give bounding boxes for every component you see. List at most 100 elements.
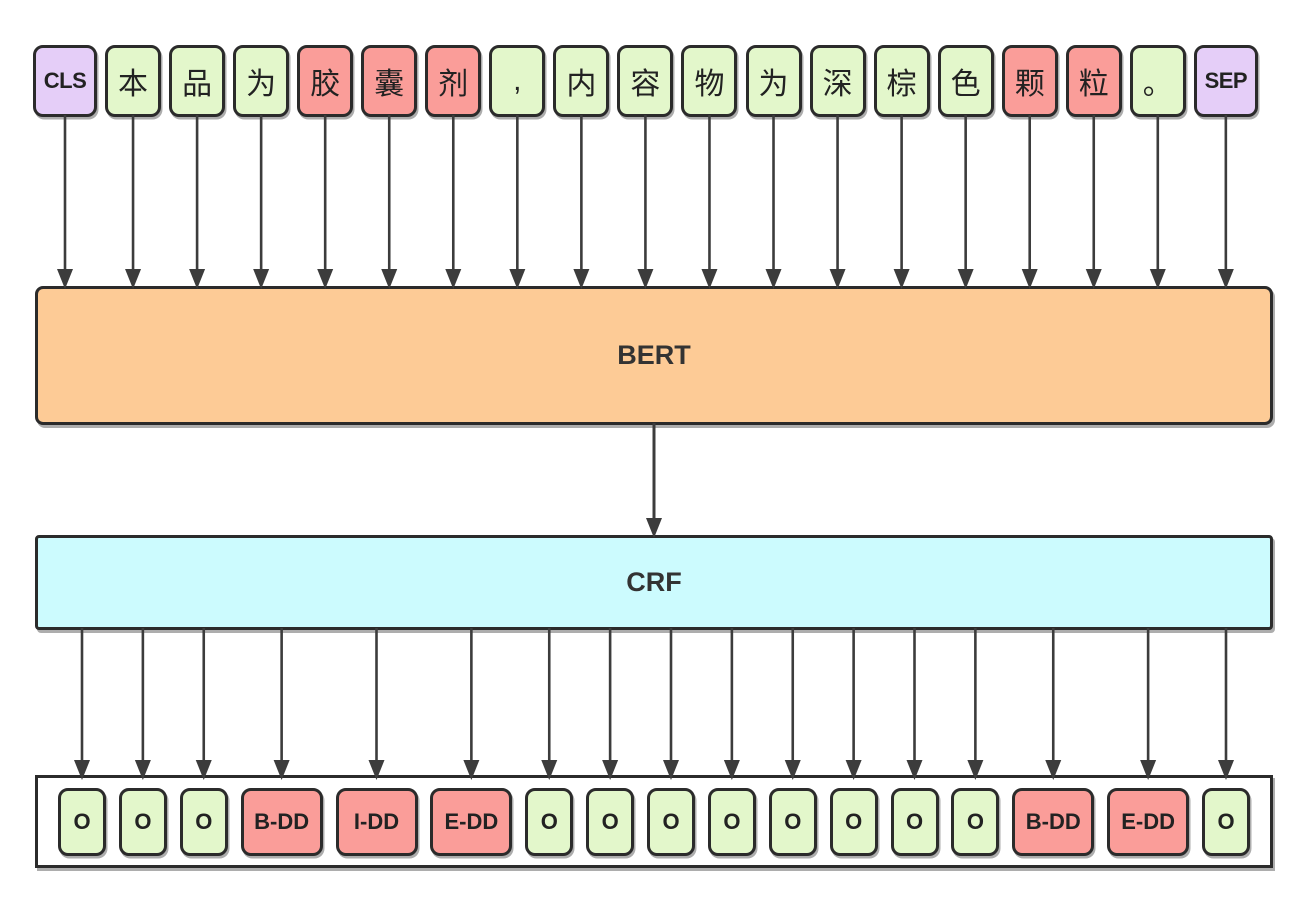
arrow	[195, 628, 212, 780]
token-box: 本	[105, 45, 162, 117]
token-label: 颗	[1014, 68, 1045, 101]
tag-label: O	[1217, 808, 1235, 834]
arrow	[317, 115, 334, 289]
arrow	[784, 628, 801, 780]
token-label: 为	[246, 68, 277, 101]
tag-label: O	[601, 808, 619, 834]
tag-box: O	[118, 787, 167, 856]
token-label: 棕	[886, 68, 917, 101]
arrow	[765, 115, 782, 289]
arrow	[893, 115, 910, 289]
tag-box: O	[707, 787, 756, 856]
arrow	[967, 628, 984, 780]
arrow	[125, 115, 142, 289]
tag-box: O	[647, 787, 695, 856]
token-box: 剂	[425, 45, 482, 117]
arrow	[663, 628, 679, 780]
token-box: 为	[745, 45, 802, 117]
tag-label: O	[540, 808, 558, 834]
arrow	[463, 628, 480, 780]
tag-label: I-DD	[353, 808, 400, 834]
arrow	[1021, 115, 1038, 289]
token-box: 。	[1129, 45, 1186, 117]
token-label: ,	[513, 64, 522, 97]
arrow	[1085, 115, 1102, 289]
arrow	[637, 115, 654, 289]
token-box: 深	[809, 45, 866, 117]
token-box: ,	[489, 45, 546, 117]
tag-box: B-DD	[240, 787, 323, 856]
tag-box: I-DD	[335, 787, 418, 856]
tag-label: B-DD	[1025, 808, 1081, 834]
arrow	[509, 115, 526, 289]
arrow	[845, 628, 862, 780]
tag-label: O	[134, 808, 152, 834]
tag-label: E-DD	[444, 808, 499, 834]
token-box: 品	[169, 45, 226, 117]
tag-box: O	[179, 787, 228, 856]
arrow	[1149, 115, 1166, 289]
tag-box: O	[951, 787, 1000, 856]
arrow	[74, 628, 90, 780]
tag-box: O	[890, 787, 939, 856]
arrow	[57, 115, 73, 289]
arrow	[253, 115, 270, 289]
tag-label: O	[905, 808, 924, 834]
tag-label: O	[723, 808, 741, 834]
token-box: CLS	[33, 45, 97, 117]
arrow	[573, 115, 590, 289]
token-label: 为	[758, 68, 789, 101]
crf-box: CRF	[35, 535, 1273, 630]
tag-label: O	[73, 808, 91, 834]
token-box: 囊	[361, 45, 418, 117]
arrow	[646, 423, 662, 538]
arrow	[602, 628, 619, 780]
arrow	[906, 628, 923, 780]
token-label: 色	[950, 68, 981, 101]
arrow	[1140, 628, 1157, 780]
token-box: 内	[553, 45, 610, 117]
tag-box: O	[525, 787, 574, 856]
tag-box: O	[58, 787, 106, 856]
tag-box: E-DD	[430, 787, 513, 856]
token-box: 颗	[1001, 45, 1058, 117]
tag-label: O	[784, 808, 802, 834]
token-box: 为	[233, 45, 290, 117]
token-box: 棕	[873, 45, 930, 117]
token-label: 囊	[374, 68, 405, 101]
tag-label: O	[662, 808, 680, 834]
arrow	[829, 115, 846, 289]
arrow	[445, 115, 462, 289]
token-box: 物	[681, 45, 738, 117]
arrow	[1218, 628, 1234, 780]
tag-label: B-DD	[254, 808, 310, 834]
arrow	[381, 115, 398, 289]
token-box: 色	[937, 45, 994, 117]
arrow	[723, 628, 740, 780]
tag-label: E-DD	[1121, 808, 1176, 834]
crf-label: CRF	[626, 567, 682, 597]
token-label: 剂	[438, 68, 469, 101]
token-label: 胶	[310, 68, 341, 101]
token-label: CLS	[43, 68, 87, 93]
arrow	[1217, 115, 1234, 289]
token-label: 本	[118, 68, 149, 101]
arrow	[134, 628, 151, 780]
token-box: 容	[617, 45, 674, 117]
tag-label: O	[195, 808, 213, 834]
arrow	[701, 115, 718, 289]
token-label: 深	[822, 68, 853, 101]
token-label: 品	[182, 68, 213, 101]
arrow	[273, 628, 290, 780]
output-tag-container: O O O B-DD I-DD E-DD O O O O O O O O B-DD E-DD O	[35, 775, 1273, 868]
tag-box: E-DD	[1107, 787, 1190, 856]
tag-box: O	[586, 787, 635, 856]
arrow	[189, 115, 206, 289]
arrow	[541, 628, 558, 780]
arrow	[368, 628, 385, 780]
token-label: 内	[566, 68, 597, 101]
token-label: SEP	[1204, 68, 1248, 93]
bert-label: BERT	[617, 340, 691, 370]
tag-box: O	[829, 787, 878, 856]
